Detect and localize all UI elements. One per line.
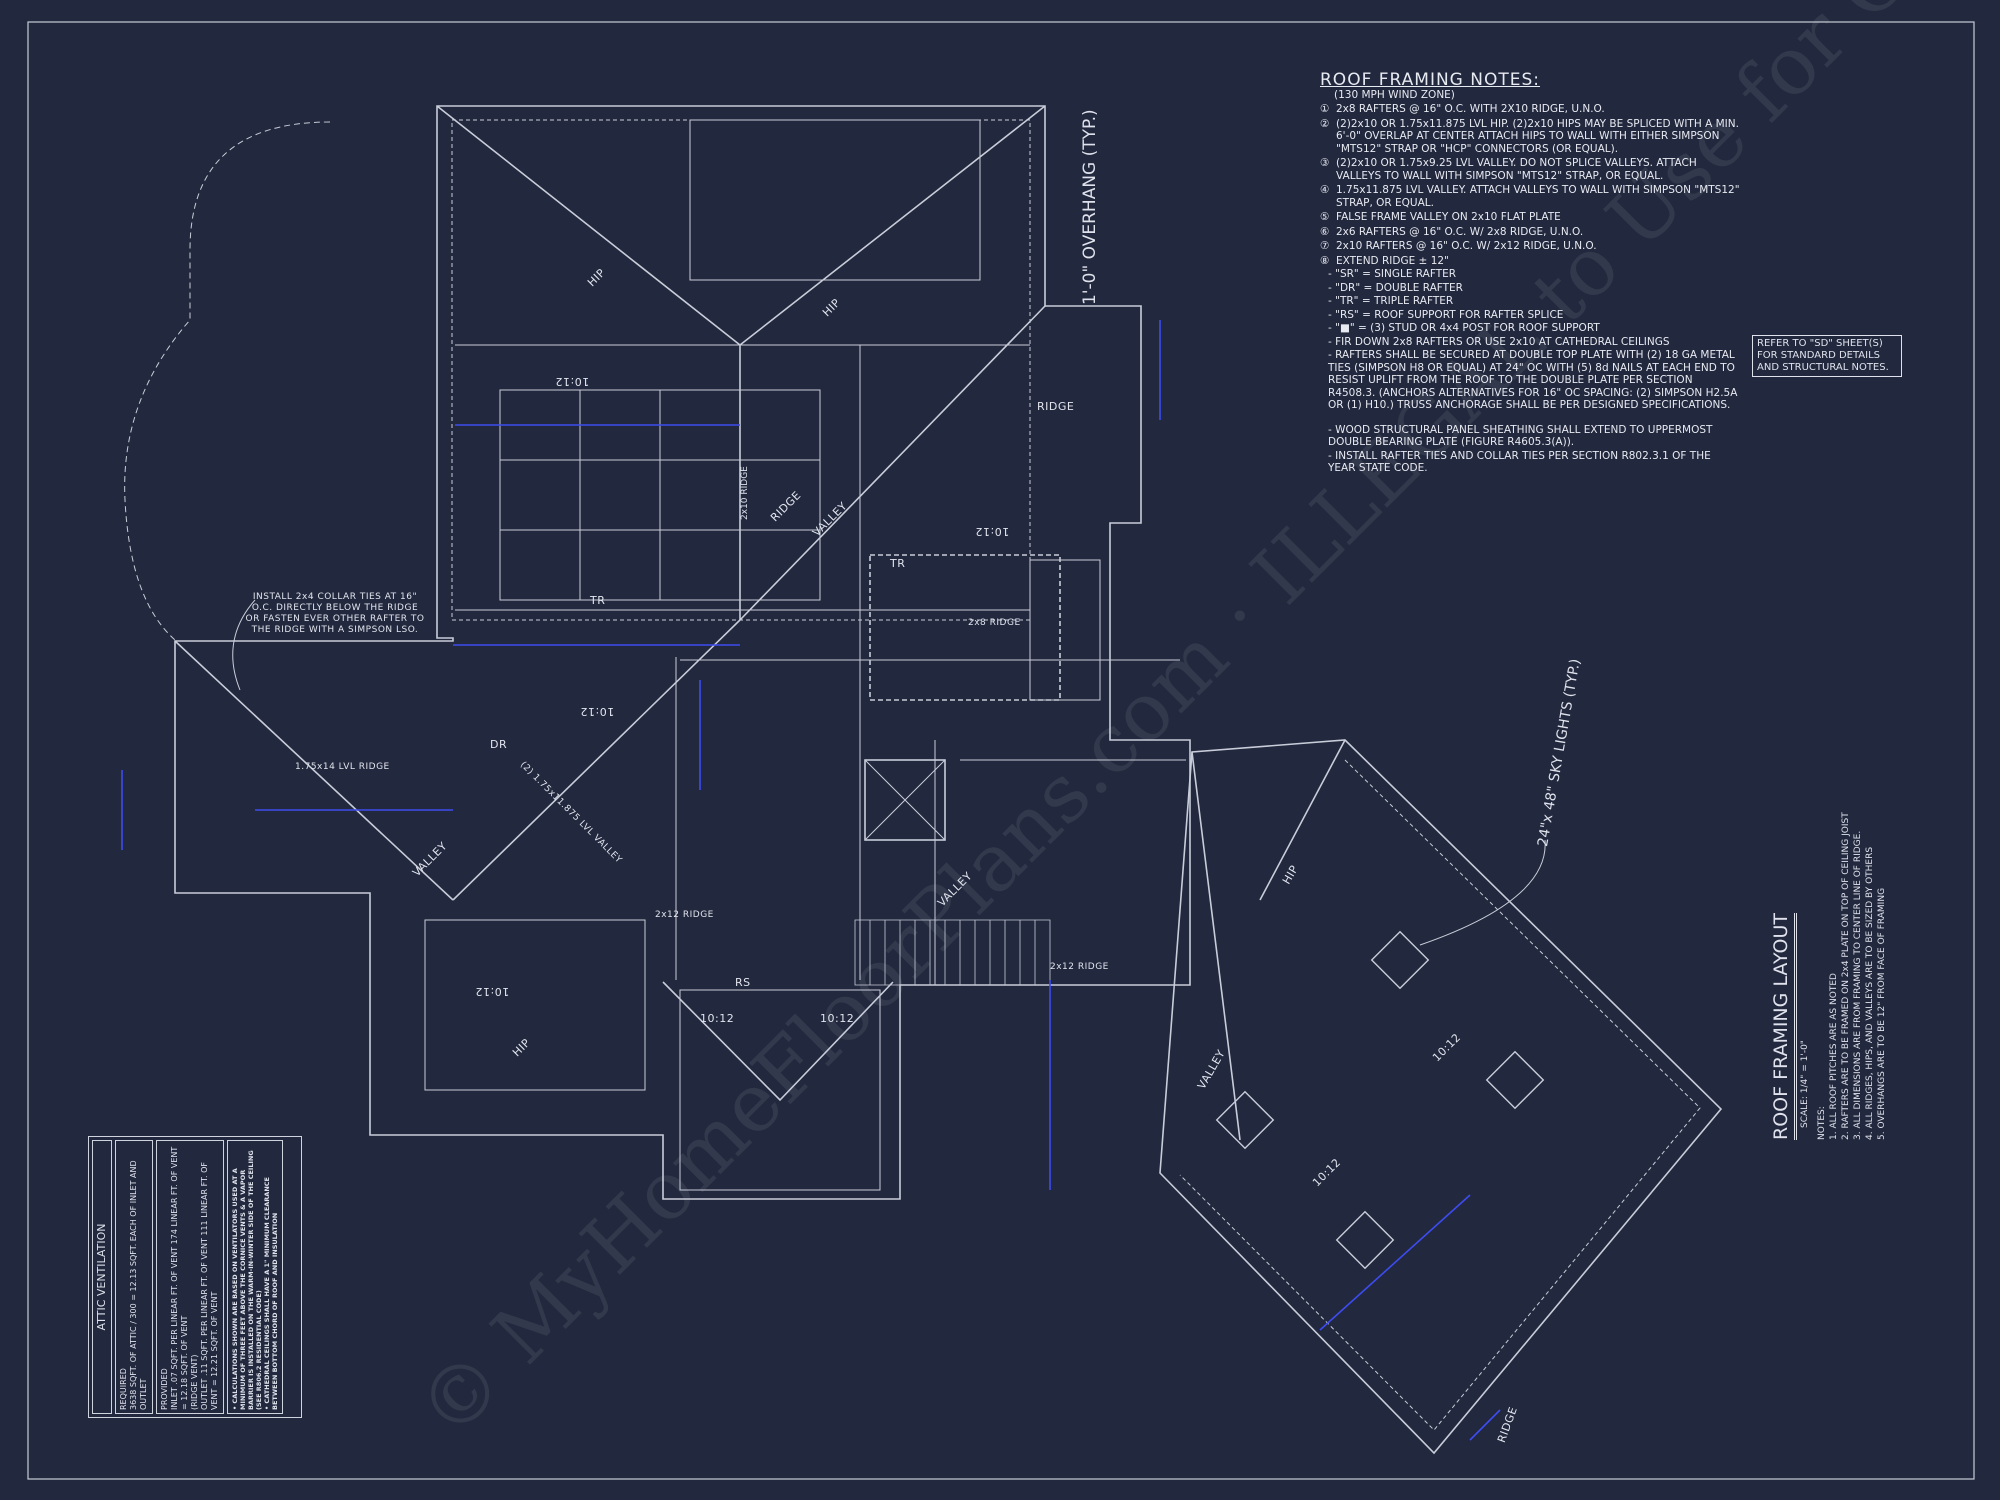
required-section: REQUIRED 3638 SQFT. OF ATTIC / 300 = 12.…	[115, 1140, 153, 1414]
note-number: ③	[1320, 157, 1330, 169]
outlet-line: OUTLET .11 SQFT. PER LINEAR FT. OF VENT …	[200, 1161, 219, 1410]
skylights	[1215, 930, 1545, 1270]
pitch-label: 10:12	[700, 1012, 735, 1025]
note-text: 2x10 RAFTERS @ 16" O.C. W/ 2x12 RIDGE, U…	[1336, 240, 1597, 252]
roof-framing-notes: ROOF FRAMING NOTES: (130 MPH WIND ZONE) …	[1320, 70, 1740, 475]
ridge-2x12-label: 2x12 RIDGE	[1050, 962, 1109, 972]
layout-note: 4. ALL RIDGES, HIPS, AND VALLEYS ARE TO …	[1865, 846, 1875, 1140]
triple-rafter-label: TR	[890, 557, 906, 570]
left-dashed-arc	[124, 121, 331, 641]
note-item: ⑦ 2x10 RAFTERS @ 16" O.C. W/ 2x12 RIDGE, …	[1320, 240, 1740, 253]
double-rafter-label: DR	[490, 738, 508, 751]
title-block: ROOF FRAMING LAYOUT SCALE: 1/4" = 1'-0" …	[1770, 780, 1888, 1140]
collar-tie-note: INSTALL 2x4 COLLAR TIES AT 16" O.C. DIRE…	[245, 592, 425, 635]
note-number: ①	[1320, 103, 1330, 115]
note-item: ② (2)2x10 OR 1.75x11.875 LVL HIP. (2)2x10…	[1320, 118, 1740, 156]
ridge-vent-label: (RIDGE VENT)	[190, 1354, 199, 1410]
refer-box: REFER TO "SD" SHEET(S) FOR STANDARD DETA…	[1752, 335, 1902, 377]
skylight-leader	[1419, 839, 1546, 946]
note-text: EXTEND RIDGE ± 12"	[1336, 254, 1449, 267]
note-item: ⑧ EXTEND RIDGE ± 12"	[1320, 255, 1740, 268]
provided-section: PROVIDED INLET .07 SQFT. PER LINEAR FT. …	[156, 1140, 224, 1414]
provided-label: PROVIDED	[160, 1368, 169, 1410]
note-text: 2x8 RAFTERS @ 16" O.C. WITH 2X10 RIDGE, …	[1336, 103, 1605, 115]
right-angled-wing	[1159, 739, 1723, 1455]
legend-item: - FIR DOWN 2x8 RAFTERS OR USE 2x10 AT CA…	[1328, 335, 1670, 348]
pitch-label: 10:12	[580, 705, 615, 718]
ridge-2x12-label: 2x12 RIDGE	[655, 910, 714, 920]
inlet-line: INLET .07 SQFT. PER LINEAR FT. OF VENT 1…	[170, 1146, 189, 1410]
note-item: ① 2x8 RAFTERS @ 16" O.C. WITH 2X10 RIDGE,…	[1320, 103, 1740, 116]
collar-leader	[232, 599, 256, 691]
attic-ventilation-table: ATTIC VENTILATION REQUIRED 3638 SQFT. OF…	[88, 1136, 302, 1418]
note-item: ④ 1.75x11.875 LVL VALLEY. ATTACH VALLEYS …	[1320, 184, 1740, 209]
note-item: ⑤ FALSE FRAME VALLEY ON 2x10 FLAT PLATE	[1320, 211, 1740, 224]
pitch-label: 10:12	[975, 525, 1010, 538]
dimension-lines	[121, 320, 1501, 1441]
legend-item: - "SR" = SINGLE RAFTER	[1328, 268, 1457, 280]
ventilation-footnotes: • CALCULATIONS SHOWN ARE BASED ON VENTIL…	[227, 1140, 283, 1414]
note-text: (2)2x10 OR 1.75x9.25 LVL VALLEY. DO NOT …	[1336, 157, 1697, 182]
note-text: FALSE FRAME VALLEY ON 2x10 FLAT PLATE	[1336, 211, 1561, 223]
required-line: 3638 SQFT. OF ATTIC / 300 = 12.13 SQFT. …	[129, 1160, 148, 1410]
footnote: • CALCULATIONS SHOWN ARE BASED ON VENTIL…	[231, 1150, 263, 1410]
main-upper-block	[174, 105, 1191, 1200]
legend-item: - "RS" = ROOF SUPPORT FOR RAFTER SPLICE	[1328, 308, 1564, 321]
note-number: ⑧	[1320, 254, 1330, 267]
drawing-scale: SCALE: 1/4" = 1'-0"	[1800, 1040, 1810, 1128]
ridge-2x10-label: 2x10 RIDGE	[740, 466, 750, 520]
legend-item: - RAFTERS SHALL BE SECURED AT DOUBLE TOP…	[1328, 349, 1738, 411]
notes-title: ROOF FRAMING NOTES:	[1320, 70, 1541, 90]
note-number: ④	[1320, 184, 1330, 196]
pitch-label: 10:12	[820, 1012, 855, 1025]
overhang-label: 1'-0" OVERHANG (TYP.)	[1080, 109, 1100, 305]
note-text: (2)2x10 OR 1.75x11.875 LVL HIP. (2)2x10 …	[1336, 117, 1739, 155]
notes-subtitle: (130 MPH WIND ZONE)	[1334, 88, 1455, 101]
legend-item: - "TR" = TRIPLE RAFTER	[1328, 295, 1454, 307]
drawing-title: ROOF FRAMING LAYOUT	[1770, 913, 1797, 1140]
ridge-2x8-label: 2x8 RIDGE	[968, 618, 1021, 628]
layout-note: 5. OVERHANGS ARE TO BE 12" FROM FACE OF …	[1877, 887, 1887, 1140]
roof-support-label: RS	[735, 976, 751, 989]
legend-item: - "DR" = DOUBLE RAFTER	[1328, 281, 1463, 294]
required-label: REQUIRED	[119, 1368, 128, 1410]
note-number: ⑦	[1320, 240, 1330, 252]
legend-item: - INSTALL RAFTER TIES AND COLLAR TIES PE…	[1328, 449, 1711, 475]
legend-item: - WOOD STRUCTURAL PANEL SHEATHING SHALL …	[1328, 423, 1713, 449]
note-text: 1.75x11.875 LVL VALLEY. ATTACH VALLEYS T…	[1336, 184, 1740, 209]
sheet-border	[27, 21, 1975, 1480]
note-text: 2x6 RAFTERS @ 16" O.C. W/ 2x8 RIDGE, U.N…	[1336, 225, 1584, 238]
ventilation-title: ATTIC VENTILATION	[92, 1140, 112, 1414]
notes-label: NOTES:	[1817, 1106, 1827, 1140]
note-item: ③ (2)2x10 OR 1.75x9.25 LVL VALLEY. DO NOT…	[1320, 157, 1740, 182]
legend-item: - "■" = (3) STUD OR 4x4 POST FOR ROOF SU…	[1328, 322, 1600, 334]
ridge-label: RIDGE	[1037, 400, 1075, 413]
note-number: ⑥	[1320, 225, 1330, 238]
note-item: ⑥ 2x6 RAFTERS @ 16" O.C. W/ 2x8 RIDGE, U.…	[1320, 226, 1740, 239]
lvl-ridge-label: 1.75x14 LVL RIDGE	[295, 762, 390, 772]
triple-rafter-label: TR	[590, 594, 606, 607]
pitch-label: 10:12	[475, 985, 510, 998]
layout-note: 1. ALL ROOF PITCHES ARE AS NOTED	[1829, 973, 1839, 1140]
pitch-label: 10:12	[555, 375, 590, 388]
note-number: ⑤	[1320, 211, 1330, 223]
footnote: • CATHEDRAL CEILINGS SHALL HAVE A 1" MIN…	[263, 1177, 279, 1410]
layout-note: 3. ALL DIMENSIONS ARE FROM FRAMING TO CE…	[1853, 830, 1863, 1140]
note-number: ②	[1320, 117, 1330, 130]
layout-note: 2. RAFTERS ARE TO BE FRAMED ON 2x4 PLATE…	[1841, 812, 1851, 1140]
